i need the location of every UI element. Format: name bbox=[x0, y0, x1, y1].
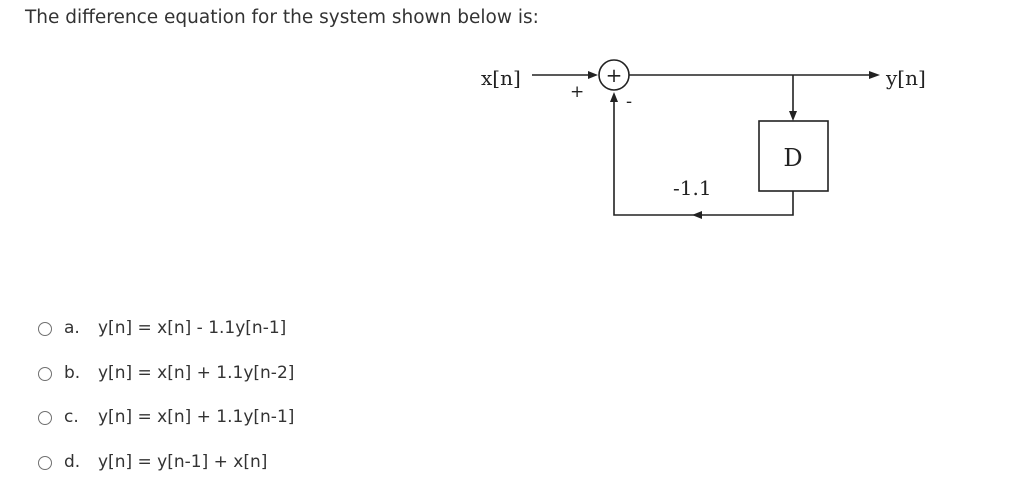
question-text: The difference equation for the system s… bbox=[25, 7, 539, 28]
feedback-sign: - bbox=[626, 91, 632, 112]
option-b[interactable]: b. y[n] = x[n] + 1.1y[n-2] bbox=[38, 363, 294, 408]
option-c[interactable]: c. y[n] = x[n] + 1.1y[n-1] bbox=[38, 407, 294, 452]
radio-button[interactable] bbox=[38, 411, 52, 425]
answer-options: a. y[n] = x[n] - 1.1y[n-1] b. y[n] = x[n… bbox=[38, 318, 294, 496]
input-arrowhead bbox=[588, 71, 598, 79]
input-label: x[n] bbox=[481, 66, 521, 90]
adder-symbol: + bbox=[606, 63, 623, 87]
option-letter: b. bbox=[64, 362, 81, 383]
delay-block bbox=[758, 120, 829, 192]
gain-label: -1.1 bbox=[673, 176, 712, 200]
feedback-mid-arrowhead bbox=[692, 211, 702, 219]
option-text: y[n] = x[n] + 1.1y[n-2] bbox=[98, 362, 295, 383]
option-text: y[n] = x[n] - 1.1y[n-1] bbox=[98, 318, 287, 338]
output-arrowhead bbox=[869, 71, 880, 79]
radio-button[interactable] bbox=[38, 455, 52, 470]
option-letter: c. bbox=[64, 407, 79, 427]
option-text: y[n] = x[n] + 1.1y[n-1] bbox=[98, 407, 295, 427]
radio-button[interactable] bbox=[38, 366, 52, 381]
option-d[interactable]: d. y[n] = y[n-1] + x[n] bbox=[38, 452, 294, 496]
block-diagram: x[n] + + y[n] D - -1.1 bbox=[481, 59, 926, 219]
input-sign: + bbox=[570, 82, 584, 102]
feedback-path bbox=[613, 100, 794, 216]
delay-label: D bbox=[783, 144, 802, 172]
option-letter: a. bbox=[64, 318, 80, 338]
feedback-arrowhead bbox=[610, 92, 618, 102]
option-a[interactable]: a. y[n] = x[n] - 1.1y[n-1] bbox=[38, 318, 294, 363]
delay-arrowhead bbox=[789, 111, 797, 121]
option-text: y[n] = y[n-1] + x[n] bbox=[98, 451, 268, 472]
output-label: y[n] bbox=[885, 66, 926, 90]
option-letter: d. bbox=[64, 451, 81, 472]
radio-button[interactable] bbox=[38, 322, 52, 336]
